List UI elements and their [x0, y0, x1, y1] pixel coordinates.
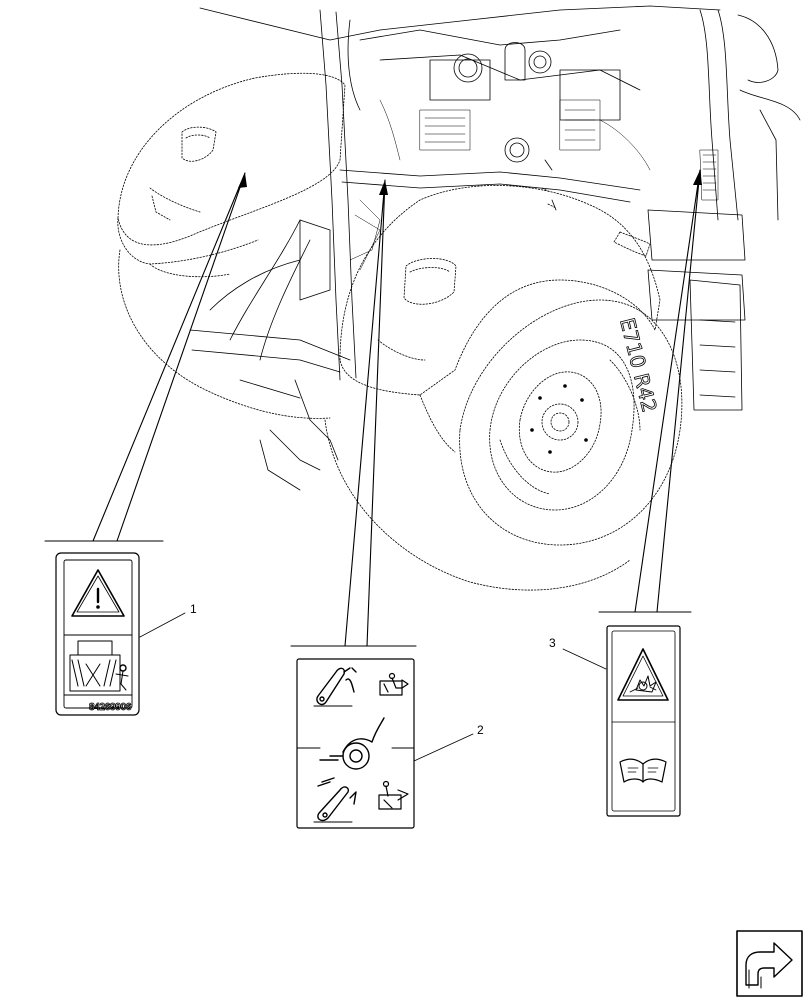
- lift-arm-icon: [313, 777, 357, 823]
- leader-2: [344, 179, 386, 647]
- tractor-hazard-icon: [63, 640, 133, 696]
- engine-detail: [349, 99, 719, 271]
- explosion-hazard-icon: [617, 648, 669, 701]
- wheel-icon: [319, 717, 385, 770]
- rear-wheel: [459, 299, 683, 546]
- warning-triangle-icon: [71, 569, 125, 617]
- control-lever-icon: [378, 780, 409, 810]
- callout-leaders: [139, 612, 607, 762]
- leader-1: [92, 172, 246, 542]
- control-lever-icon: [379, 672, 409, 696]
- rim-bolts: [530, 384, 588, 454]
- callout-2: 2: [477, 723, 484, 737]
- leader-lines: [44, 169, 701, 647]
- next-page-arrow-icon[interactable]: [736, 930, 803, 997]
- decal-3: [606, 625, 681, 817]
- arrow-heads: [238, 170, 702, 195]
- decal-1-part-number: 84269906: [89, 702, 132, 713]
- tire-sidewall-marking: E710 R42: [615, 315, 662, 414]
- decal-1: [55, 552, 140, 716]
- decal-2: [296, 658, 415, 829]
- left-fender: [117, 72, 346, 419]
- callout-1: 1: [190, 602, 197, 616]
- tractor-chassis: [189, 5, 801, 491]
- right-fender: [324, 185, 661, 591]
- read-manual-icon: [619, 758, 667, 783]
- lift-arm-icon: [313, 667, 357, 707]
- callout-3: 3: [549, 636, 556, 650]
